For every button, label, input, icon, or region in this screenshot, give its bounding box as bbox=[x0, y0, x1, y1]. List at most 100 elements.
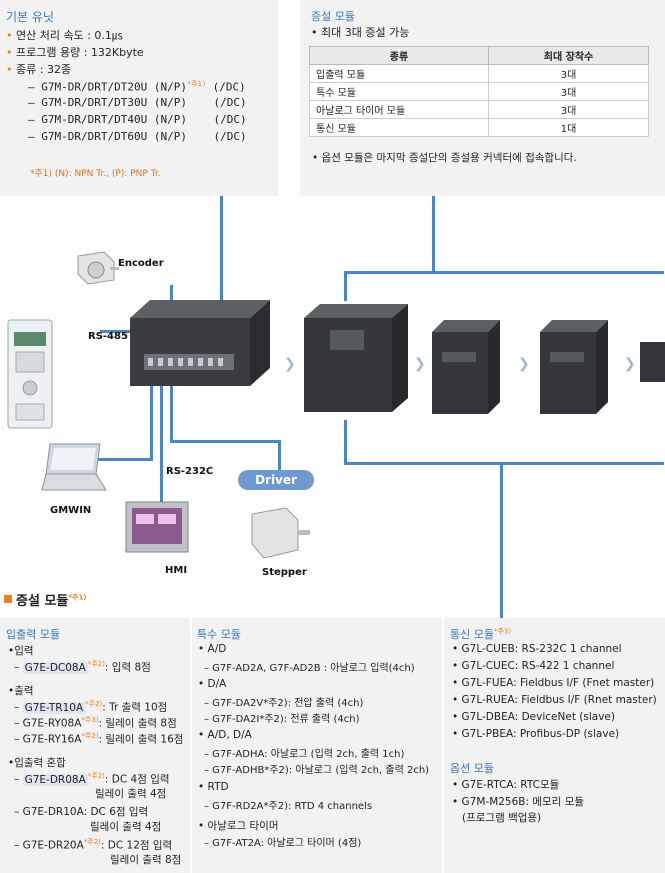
connector-line bbox=[500, 465, 503, 630]
io-item-desc: : DC 12점 입력 bbox=[100, 839, 173, 852]
comm-title-text: 통신 모듈 bbox=[450, 628, 494, 641]
inverter-icon bbox=[7, 319, 53, 429]
expansion-info-title: 증설 모듈 bbox=[311, 10, 355, 23]
special-item: – G7F-ADHA: 아날로그 (입력 2ch, 출력 1ch) bbox=[204, 749, 405, 760]
io-item: – G7E-TR10A*주2): Tr 출력 10점 bbox=[14, 699, 167, 715]
special-group-head: • D/A bbox=[198, 678, 227, 690]
expansion-module-1-icon bbox=[304, 304, 408, 412]
io-item-desc: : DC 4점 입력 bbox=[104, 773, 170, 786]
io-item-note: *주3) bbox=[81, 716, 99, 724]
io-item: – G7E-DR10A: DC 6점 입력 bbox=[14, 804, 148, 819]
special-item: – G7F-AD2A, G7F-AD2B : 아날로그 입력(4ch) bbox=[204, 663, 415, 674]
model-name-4: – G7M-DR/DRT/DT60U (N/P) bbox=[28, 130, 187, 143]
chevron-right-icon: ❯ bbox=[518, 356, 530, 372]
section-square-icon bbox=[4, 595, 12, 603]
io-item: – G7E-DR20A*주2): DC 12점 입력 bbox=[14, 837, 172, 853]
io-item-dash: – bbox=[14, 661, 23, 674]
io-title: 입출력 모듈 bbox=[6, 628, 61, 641]
io-item-desc2: 릴레이 출력 8점 bbox=[110, 854, 182, 866]
stepper-label: Stepper bbox=[262, 567, 307, 578]
io-item-dash: – bbox=[14, 839, 23, 852]
gmwin-label: GMWIN bbox=[50, 505, 92, 516]
connector-line bbox=[220, 196, 223, 336]
connector-line bbox=[160, 380, 163, 510]
model-suffix-2: (/DC) bbox=[213, 96, 247, 109]
table-header-max: 최대 장착수 bbox=[488, 46, 649, 65]
io-group-head: •입력 bbox=[8, 645, 34, 657]
special-module-panel bbox=[192, 618, 442, 873]
io-group-head: •입출력 혼합 bbox=[8, 757, 66, 769]
io-item-dash: – bbox=[14, 733, 23, 746]
io-item-code: G7E-TR10A bbox=[22, 701, 86, 714]
encoder-label: Encoder bbox=[118, 258, 164, 269]
connector-line bbox=[170, 380, 173, 442]
expansion-module-3-icon bbox=[540, 320, 608, 414]
expansion-info-note: • 옵션 모듈은 마지막 증설단의 증설용 커넥터에 접속합니다. bbox=[312, 152, 577, 164]
special-item: – G7F-RD2A*주2): RTD 4 channels bbox=[204, 801, 373, 812]
model-name-1: – G7M-DR/DRT/DT20U (N/P) bbox=[28, 80, 187, 94]
table-cell: 입출력 모듈 bbox=[309, 64, 489, 83]
model-suffix-3: (/DC) bbox=[213, 113, 247, 126]
io-item: – G7E-RY08A*주3): 릴레이 출력 8점 bbox=[14, 715, 177, 731]
basic-bullet-2-text: 프로그램 용량 : 132Kbyte bbox=[16, 46, 144, 59]
section-title-text: 증설 모듈 bbox=[16, 594, 69, 609]
io-item-note: *주2) bbox=[87, 772, 105, 780]
comm-title: 통신 모듈*주3) bbox=[450, 626, 511, 642]
option-item: • G7E-RTCA: RTC모듈 bbox=[452, 779, 560, 791]
io-module-panel bbox=[0, 618, 190, 873]
io-item-desc2: 릴레이 출력 4점 bbox=[90, 821, 162, 833]
comm-item: • G7L-CUEB: RS-232C 1 channel bbox=[452, 643, 622, 655]
table-cell: 1대 bbox=[488, 118, 649, 137]
special-group-head: • 아날로그 타이머 bbox=[198, 820, 279, 832]
special-group-head: • A/D, D/A bbox=[198, 729, 252, 741]
model-row-1: – G7M-DR/DRT/DT20U (N/P)*주1) (/DC) bbox=[28, 79, 246, 94]
io-item-desc: : 릴레이 출력 16점 bbox=[98, 733, 184, 746]
connector-line bbox=[344, 420, 347, 464]
io-item-note: *주2) bbox=[83, 838, 101, 846]
basic-bullet-3-text: 종류 : 32종 bbox=[16, 63, 72, 76]
model-suffix-4: (/DC) bbox=[213, 130, 247, 143]
special-group-head: • RTD bbox=[198, 781, 229, 793]
comm-item: • G7L-CUEC: RS-422 1 channel bbox=[452, 660, 615, 672]
comm-title-note: *주3) bbox=[493, 627, 512, 636]
section-title: 증설 모듈*주1) bbox=[16, 590, 87, 609]
comm-item: • G7L-FUEA: Fieldbus I/F (Fnet master) bbox=[452, 677, 655, 689]
io-item-desc: : Tr 출력 10점 bbox=[102, 701, 168, 714]
basic-bullet-1-text: 연산 처리 속도 : 0.1㎲ bbox=[16, 29, 123, 42]
io-item-dash: – bbox=[14, 773, 23, 786]
section-title-note: *주1) bbox=[68, 593, 87, 602]
io-item-note: *주2) bbox=[85, 700, 103, 708]
io-item-code: G7E-DR20A bbox=[22, 839, 84, 852]
option-title: 옵션 모듈 bbox=[450, 762, 494, 775]
encoder-icon bbox=[77, 251, 119, 285]
laptop-icon bbox=[41, 443, 107, 491]
table-header-type: 종류 bbox=[309, 46, 489, 65]
basic-bullet-2: • 프로그램 용량 : 132Kbyte bbox=[6, 46, 144, 59]
main-plc-icon bbox=[130, 300, 270, 386]
option-item: (프로그램 백업용) bbox=[462, 812, 542, 824]
connector-line bbox=[100, 330, 140, 333]
hmi-icon bbox=[125, 501, 189, 553]
comm-item: • G7L-RUEA: Fieldbus I/F (Rnet master) bbox=[452, 694, 657, 706]
option-item: • G7M-M256B: 메모리 모듈 bbox=[452, 796, 585, 808]
io-item-code: G7E-RY08A bbox=[22, 717, 82, 730]
model-row-3: – G7M-DR/DRT/DT40U (N/P) (/DC) bbox=[28, 113, 247, 126]
rs485-label: RS-485 bbox=[88, 331, 128, 342]
connector-line bbox=[432, 196, 435, 272]
basic-unit-title: 기본 유닛 bbox=[6, 10, 54, 24]
expansion-module-2-icon bbox=[432, 320, 500, 414]
io-item-desc2: 릴레이 출력 4점 bbox=[95, 788, 167, 800]
io-item-code: G7E-DR08A bbox=[22, 773, 88, 786]
io-item-note: *주2) bbox=[87, 660, 105, 668]
io-item-desc: : 릴레이 출력 8점 bbox=[98, 717, 177, 730]
table-cell: 아날로그 타이머 모듈 bbox=[309, 100, 489, 119]
io-item-desc: : 입력 8점 bbox=[104, 661, 151, 674]
table-cell: 특수 모듈 bbox=[309, 82, 489, 101]
model-name-2: – G7M-DR/DRT/DT30U (N/P) bbox=[28, 96, 187, 109]
model-note-1: *주1) bbox=[186, 80, 207, 88]
connector-line bbox=[80, 458, 153, 461]
connector-line bbox=[170, 440, 280, 443]
stepper-icon bbox=[251, 507, 310, 559]
